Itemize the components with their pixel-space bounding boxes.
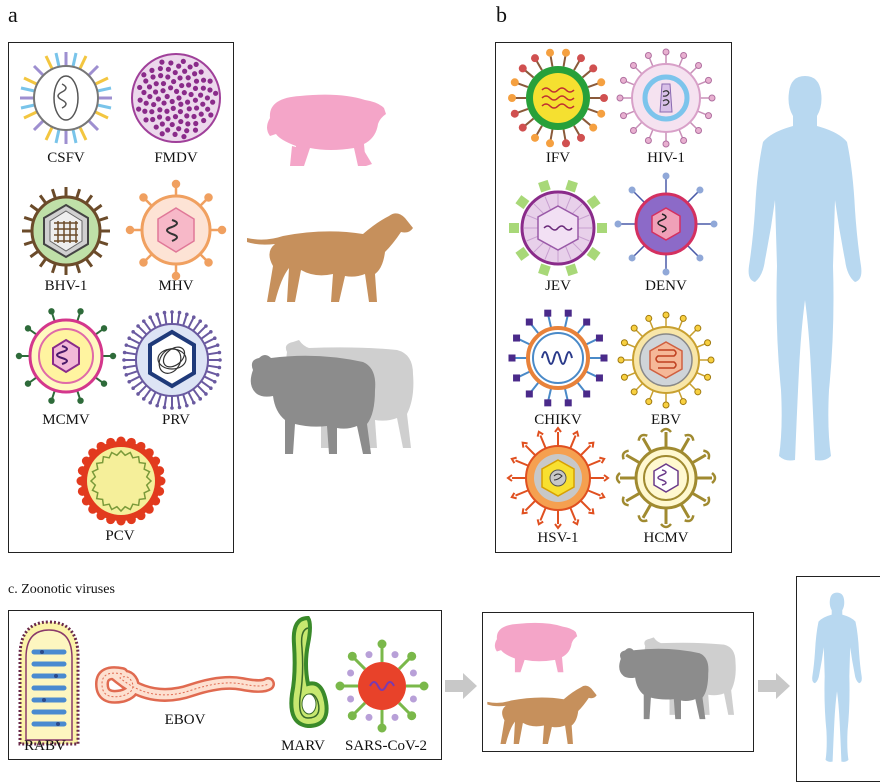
virus-label-fmdv: FMDV: [136, 150, 216, 167]
virus-label-hsv1: HSV-1: [518, 530, 598, 547]
chikv-virus-icon: [506, 306, 610, 410]
denv-virus-icon: [614, 172, 718, 276]
cattle-small-icon: [616, 636, 746, 722]
virus-label-ebov: EBOV: [150, 712, 220, 729]
virus-label-hcmv: HCMV: [626, 530, 706, 547]
bhv1-virus-icon: [20, 185, 112, 277]
hiv1-virus-icon: [614, 46, 718, 150]
virus-label-pcv: PCV: [80, 528, 160, 545]
prv-virus-icon: [122, 310, 222, 410]
virus-label-jev: JEV: [518, 278, 598, 295]
virus-label-marv: MARV: [268, 738, 338, 755]
pig-icon: [260, 88, 390, 168]
mcmv-virus-icon: [16, 306, 116, 406]
virus-label-csfv: CSFV: [26, 150, 106, 167]
virus-label-mcmv: MCMV: [26, 412, 106, 429]
pig-small-icon: [490, 618, 580, 674]
mhv-virus-icon: [128, 182, 224, 278]
rabv-virus-icon: [14, 616, 84, 752]
arrow-right-icon: [443, 671, 479, 701]
pcv-virus-icon: [78, 438, 164, 524]
hcmv-virus-icon: [614, 426, 718, 530]
virus-label-prv: PRV: [136, 412, 216, 429]
jev-virus-icon: [506, 176, 610, 280]
dog-small-icon: [486, 682, 598, 748]
csfv-virus-icon: [16, 48, 116, 148]
panel-a-letter: a: [8, 2, 18, 28]
virus-label-denv: DENV: [626, 278, 706, 295]
panel-b-letter: b: [496, 2, 507, 28]
marv-virus-icon: [278, 614, 338, 734]
virus-label-hiv1: HIV-1: [626, 150, 706, 167]
virus-label-mhv: MHV: [136, 278, 216, 295]
sars-cov-2-virus-icon: [334, 638, 430, 734]
virus-label-bhv1: BHV-1: [26, 278, 106, 295]
fmdv-virus-icon: [130, 52, 222, 144]
virus-label-ifv: IFV: [518, 150, 598, 167]
virus-label-sars-cov-2: SARS-CoV-2: [334, 738, 438, 755]
dog-icon: [245, 208, 415, 308]
human-figure-icon: [735, 70, 875, 470]
arrow-right-icon: [756, 671, 792, 701]
virus-label-rabv: RABV: [10, 738, 80, 755]
hsv1-virus-icon: [506, 426, 610, 530]
human-small-icon: [806, 590, 868, 766]
cattle-icon: [247, 338, 427, 458]
ebv-virus-icon: [614, 308, 718, 412]
panel-c-title: c. Zoonotic viruses: [8, 582, 115, 598]
ifv-virus-icon: [506, 46, 610, 150]
